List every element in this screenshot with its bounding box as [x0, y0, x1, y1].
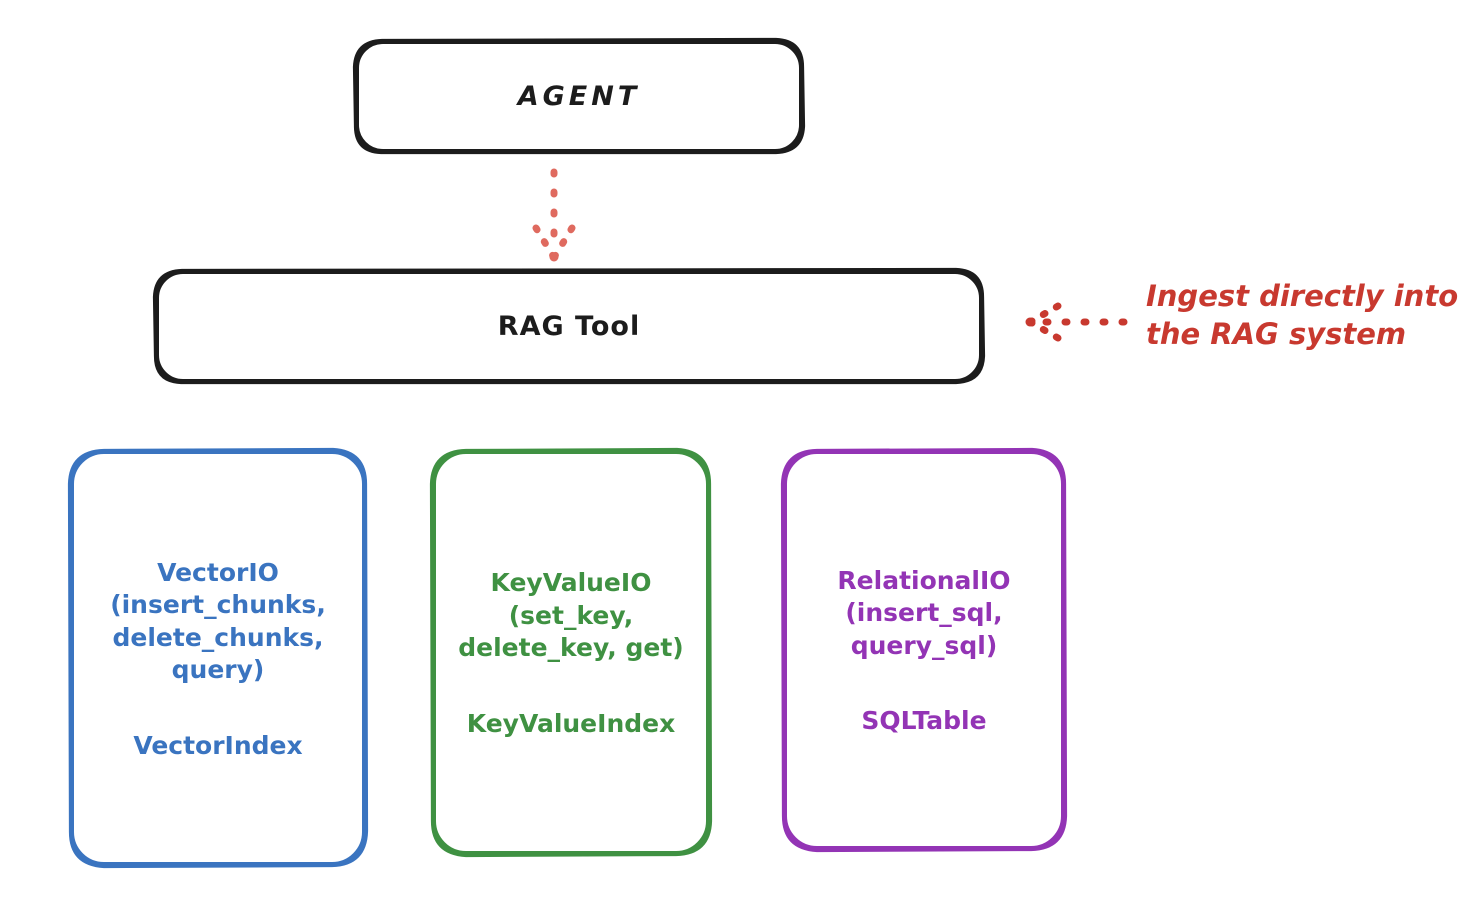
vector-io-node-sublabel: VectorIndex: [133, 730, 303, 760]
agent-node-label: AGENT: [517, 81, 641, 112]
rag-tool-node-label: RAG Tool: [497, 311, 641, 342]
relational-io-node-label: RelationalIO (insert_sql, query_sql): [837, 565, 1011, 660]
agent-to-rag-tool-arrow: [532, 168, 576, 262]
key-value-io-node-sublabel: KeyValueIndex: [466, 708, 676, 738]
agent-node[interactable]: AGENT: [355, 40, 803, 153]
ingest-arrow: [1025, 302, 1128, 342]
key-value-io-node-label: KeyValueIO (set_key, delete_key, get): [458, 568, 684, 663]
relational-io-node[interactable]: RelationalIO (insert_sql, query_sql) SQL…: [783, 450, 1065, 850]
vector-io-node-label: VectorIO (insert_chunks, delete_chunks, …: [110, 557, 326, 685]
rag-tool-node[interactable]: RAG Tool: [155, 270, 983, 383]
ingest-annotation-text: Ingest directly into the RAG system: [1146, 279, 1459, 351]
relational-io-node-sublabel: SQLTable: [861, 706, 987, 736]
key-value-io-node[interactable]: KeyValueIO (set_key, delete_key, get) Ke…: [432, 450, 710, 855]
vector-io-node[interactable]: VectorIO (insert_chunks, delete_chunks, …: [70, 450, 366, 866]
